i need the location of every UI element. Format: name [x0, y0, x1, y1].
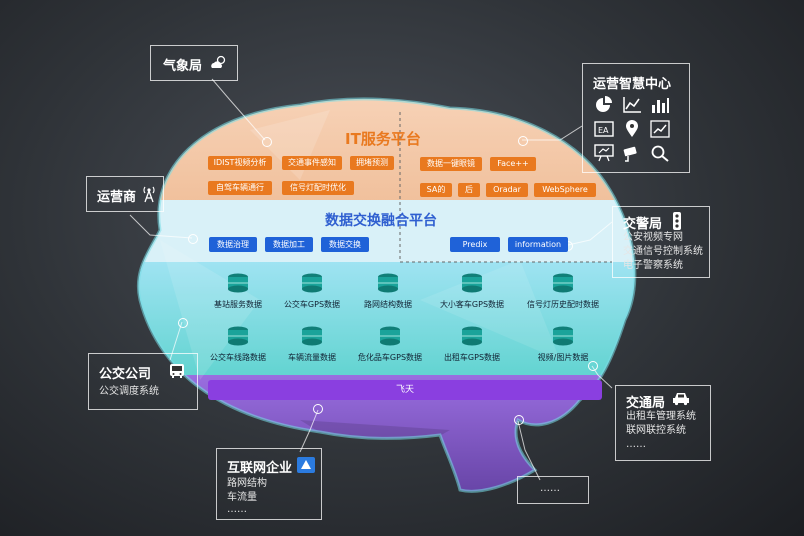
connector-dot [588, 361, 598, 371]
database-label: 车辆流量数据 [288, 353, 336, 362]
database-icon [228, 273, 248, 293]
database-item: 公交车GPS数据 [252, 273, 372, 310]
exchange-chip: information [508, 237, 568, 252]
database-item: 大小客车GPS数据 [412, 273, 532, 310]
database-icon [228, 326, 248, 346]
database-item: 路网结构数据 [328, 273, 448, 310]
connector-dot [188, 234, 198, 244]
database-icon [553, 326, 573, 346]
database-label: 大小客车GPS数据 [439, 300, 505, 309]
it-chip: SA的 [420, 183, 452, 197]
database-item: 基站服务数据 [178, 273, 298, 310]
database-icon [462, 273, 482, 293]
database-label: 视频/图片数据 [537, 353, 589, 362]
car-icon [673, 393, 689, 406]
exchange-chip: 数据治理 [209, 237, 257, 252]
database-icon [380, 326, 400, 346]
database-label: 公交车GPS数据 [283, 300, 341, 309]
line-chart-icon [623, 97, 641, 113]
it-chip: Face++ [490, 157, 536, 171]
map-flag-icon [297, 457, 315, 473]
weather-bureau-title: 气象局 [163, 59, 203, 74]
database-label: 信号灯历史配时数据 [527, 300, 599, 309]
location-pin-icon [626, 120, 638, 137]
database-icon [302, 273, 322, 293]
weather-cloud-sun-icon [211, 55, 226, 68]
it-chip: 信号灯配时优化 [282, 181, 354, 195]
it-chip: Oradar [486, 183, 528, 197]
it-platform-title: IT服务平台 [345, 130, 421, 148]
traffic-light-icon [673, 212, 681, 230]
traffic-police-line: 交通信号控制系统 [623, 246, 703, 257]
database-label: 基站服务数据 [214, 300, 262, 309]
traffic-police-title: 交警局 [623, 217, 663, 232]
bus-company-line: 公交调度系统 [99, 386, 159, 397]
connector-dot [262, 137, 272, 147]
exchange-platform-title: 数据交换融合平台 [325, 213, 437, 229]
presentation-icon [594, 144, 614, 162]
more-callout: …… [517, 476, 589, 504]
transport-bureau-title: 交通局 [626, 396, 666, 411]
ops-center-callout: 运营智慧中心 [582, 63, 690, 173]
camera-icon [623, 146, 637, 162]
it-chip: 后 [458, 183, 480, 197]
transport-bureau-callout: 交通局 出租车管理系统 联网联控系统 …… [615, 385, 711, 461]
search-icon [651, 145, 669, 162]
connector-dot [313, 404, 323, 414]
connector-dot [518, 136, 528, 146]
transport-bureau-line: …… [626, 439, 646, 450]
it-chip: WebSphere [534, 183, 596, 197]
it-chip: 数据一键眼镜 [420, 157, 482, 171]
it-chip: IDIST视频分析 [208, 156, 272, 170]
internet-company-title: 互联网企业 [227, 461, 293, 476]
bar-chart-icon [652, 98, 669, 113]
transport-bureau-line: 联网联控系统 [626, 425, 686, 436]
feitian-bar: 飞天 [208, 380, 602, 400]
svg-text:EA: EA [598, 126, 609, 135]
database-label: 出租车GPS数据 [443, 353, 501, 362]
database-icon [378, 273, 398, 293]
more-title: …… [540, 483, 560, 494]
exchange-chip: 数据交换 [321, 237, 369, 252]
it-chip: 自驾车辆通行 [208, 181, 272, 195]
weather-bureau-callout: 气象局 [150, 45, 238, 81]
ops-center-title: 运营智慧中心 [593, 77, 672, 92]
traffic-police-callout: 交警局 公安视频专网 交通信号控制系统 电子警察系统 [612, 206, 710, 278]
database-item: 信号灯历史配时数据 [503, 273, 623, 310]
internet-company-line: 路网结构 [227, 478, 267, 489]
database-item: 公交车线路数据 [178, 326, 298, 363]
operator-title: 运营商 [97, 190, 137, 205]
connector-dot [178, 318, 188, 328]
database-item: 出租车GPS数据 [412, 326, 532, 363]
database-item: 危化品车GPS数据 [330, 326, 450, 363]
ea-icon: EA [594, 121, 614, 137]
traffic-police-line: 公安视频专网 [623, 232, 683, 243]
bus-icon [170, 364, 184, 378]
bus-company-title: 公交公司 [99, 367, 152, 382]
database-item: 视频/图片数据 [503, 326, 623, 363]
internet-company-line: …… [227, 504, 247, 515]
database-label: 路网结构数据 [364, 300, 412, 309]
database-icon [302, 326, 322, 346]
bus-company-callout: 公交公司 公交调度系统 [88, 353, 198, 410]
operator-callout: 运营商 [86, 176, 164, 212]
database-icon [462, 326, 482, 346]
internet-company-line: 车流量 [227, 492, 257, 503]
internet-company-callout: 互联网企业 路网结构 车流量 …… [216, 448, 322, 520]
database-label: 危化品车GPS数据 [357, 353, 423, 362]
database-label: 公交车线路数据 [210, 353, 266, 362]
it-chip: 交通事件感知 [282, 156, 342, 170]
it-chip: 拥堵预测 [350, 156, 394, 170]
database-item: 车辆流量数据 [252, 326, 372, 363]
antenna-icon [143, 186, 155, 203]
pie-chart-icon [596, 96, 612, 112]
transport-bureau-line: 出租车管理系统 [626, 411, 696, 422]
connector-dot [514, 415, 524, 425]
traffic-police-line: 电子警察系统 [623, 260, 683, 271]
exchange-chip: Predix [450, 237, 500, 252]
exchange-chip: 数据加工 [265, 237, 313, 252]
growth-chart-icon [650, 120, 670, 138]
database-icon [553, 273, 573, 293]
